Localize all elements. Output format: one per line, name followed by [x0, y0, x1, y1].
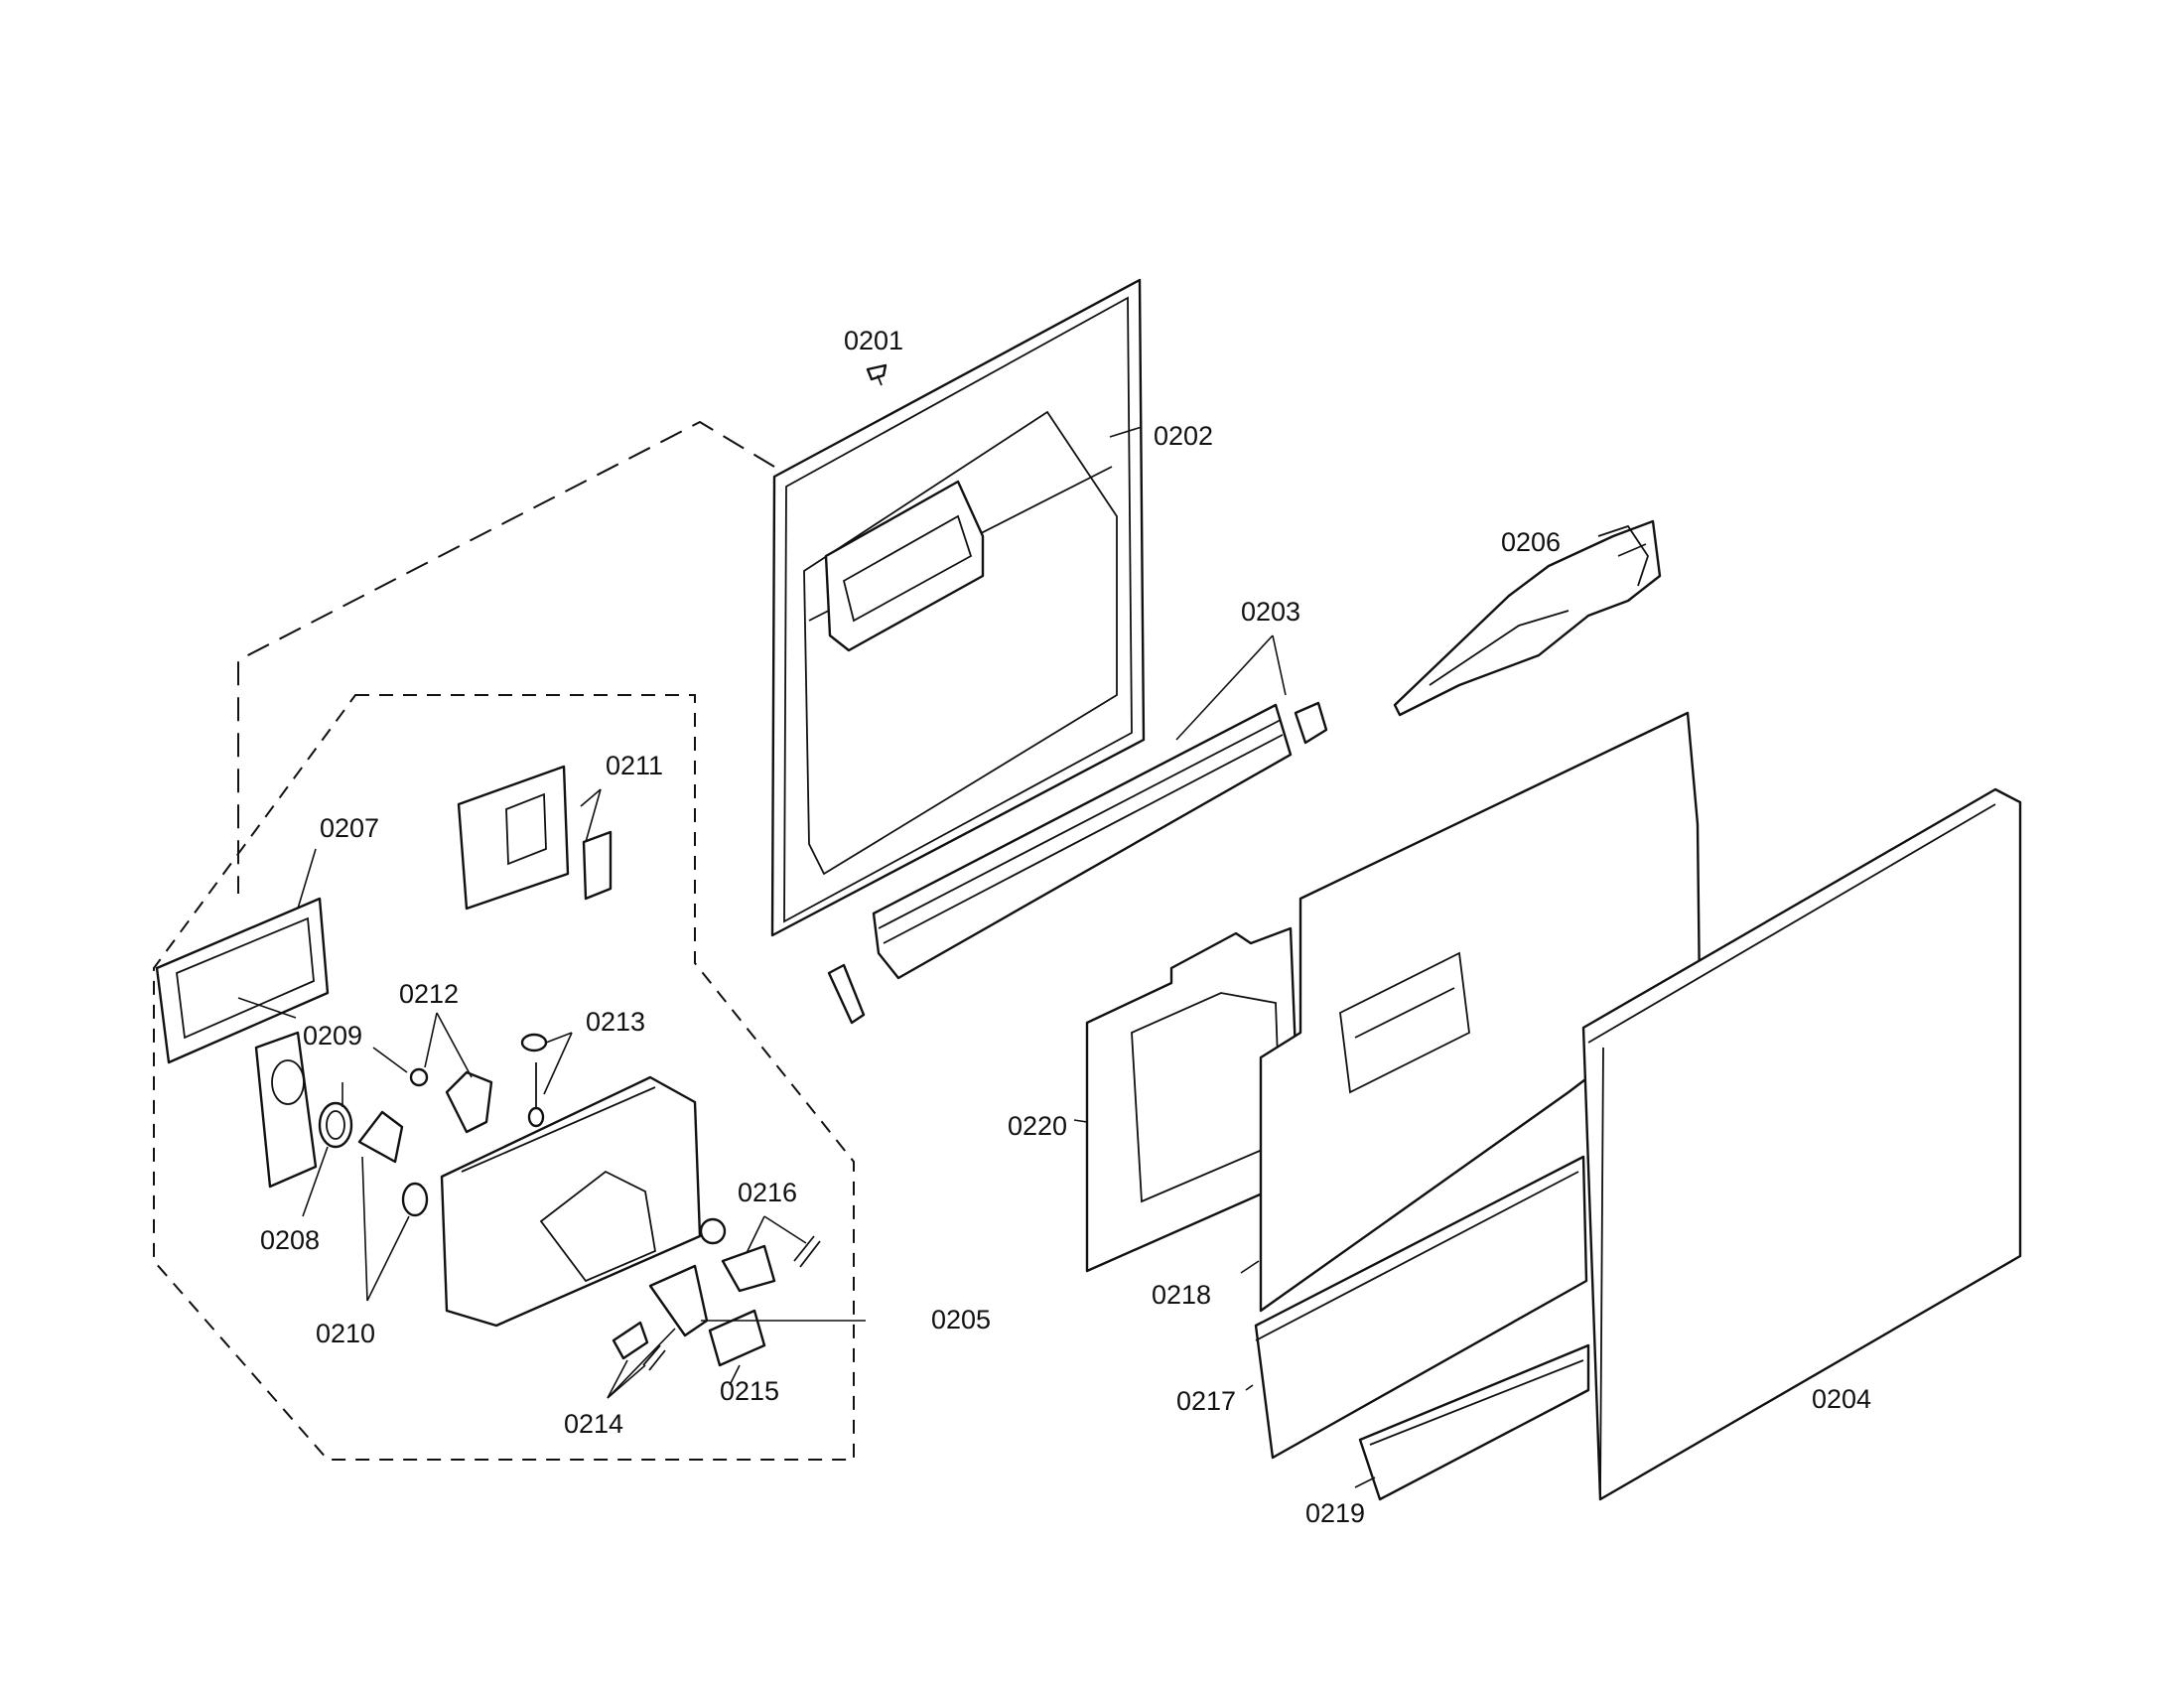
part-strip-0217 — [1254, 1155, 1588, 1460]
part-vent-0211 — [457, 765, 613, 911]
part-switch-0215 — [708, 1309, 766, 1367]
label-0211: 0211 — [606, 751, 663, 780]
part-cover-0208 — [254, 1031, 318, 1189]
label-0217: 0217 — [1176, 1386, 1236, 1416]
part-spring-0212 — [409, 1067, 493, 1134]
part-latch-0216 — [699, 1217, 821, 1293]
part-handle-0219 — [1358, 1343, 1590, 1501]
part-bracket-0206 — [1393, 519, 1662, 717]
label-0213: 0213 — [586, 1007, 645, 1037]
part-ring-0209 — [318, 1101, 353, 1149]
part-frame-0207 — [155, 897, 330, 1064]
label-0209: 0209 — [303, 1021, 362, 1051]
label-0203: 0203 — [1241, 597, 1300, 627]
label-0207: 0207 — [320, 813, 379, 843]
part-housing-0205 — [440, 1075, 702, 1328]
part-channel-0203 — [827, 701, 1328, 1025]
part-inner-door-0202 — [770, 278, 1146, 937]
assembly-boundary-outer — [237, 420, 775, 894]
label-0208: 0208 — [260, 1225, 320, 1255]
part-pin-0213 — [520, 1033, 548, 1128]
label-0212: 0212 — [399, 979, 459, 1009]
label-0206: 0206 — [1501, 527, 1561, 557]
label-0204: 0204 — [1812, 1384, 1871, 1414]
part-cap-0210 — [357, 1110, 429, 1217]
label-0205: 0205 — [931, 1305, 991, 1334]
label-0214: 0214 — [564, 1409, 623, 1439]
label-0220: 0220 — [1008, 1111, 1067, 1141]
part-labels: 0201 0202 0203 0204 0205 0206 0207 0208 … — [260, 326, 1871, 1528]
label-0218: 0218 — [1152, 1280, 1211, 1310]
leader-lines — [237, 426, 1647, 1488]
part-outer-door-0204 — [1581, 787, 2022, 1501]
assembly-boundary-0205 — [153, 694, 855, 1461]
part-levers-0214 — [612, 1264, 709, 1371]
label-0219: 0219 — [1305, 1498, 1365, 1528]
label-0216: 0216 — [738, 1178, 797, 1207]
part-screw-0201 — [866, 363, 887, 386]
part-panel-0218 — [1259, 711, 1702, 1313]
label-0202: 0202 — [1154, 421, 1213, 451]
label-0210: 0210 — [316, 1319, 375, 1348]
label-0215: 0215 — [720, 1376, 779, 1406]
label-0201: 0201 — [844, 326, 903, 355]
